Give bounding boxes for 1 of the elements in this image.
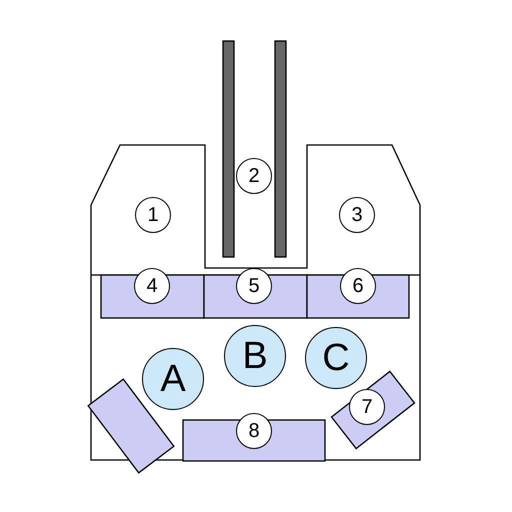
callout-number: 2 (236, 158, 272, 194)
